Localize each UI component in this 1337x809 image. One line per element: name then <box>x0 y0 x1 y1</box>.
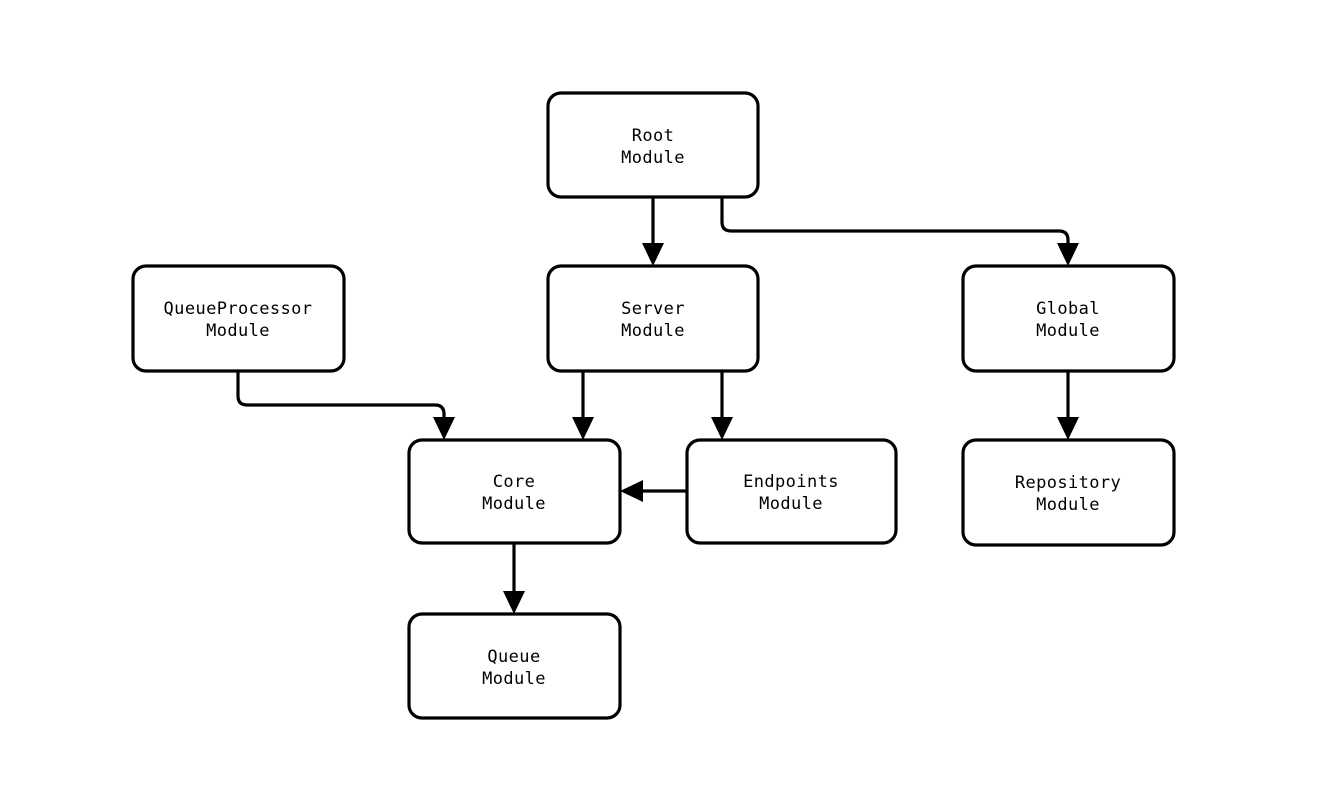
edge-root-server <box>642 197 664 266</box>
edge-core-queue <box>503 543 525 614</box>
edge-core-queue-arrowhead <box>503 591 525 614</box>
node-root-module-label-line1: Root <box>632 126 675 146</box>
edge-root-global-arrowhead <box>1057 243 1079 266</box>
edge-root-global-line <box>720 197 1070 248</box>
node-queueprocessor-module[interactable]: QueueProcessor Module <box>131 264 346 373</box>
node-repository-module[interactable]: Repository Module <box>961 438 1176 547</box>
node-global-module-box[interactable] <box>961 264 1176 373</box>
edge-server-endpoints-arrowhead <box>711 417 733 440</box>
edge-root-server-arrowhead <box>642 243 664 266</box>
node-core-module-box[interactable] <box>407 438 622 545</box>
node-root-module-label-line2: Module <box>621 148 685 168</box>
edge-global-repository-arrowhead <box>1057 417 1079 440</box>
node-queueprocessor-module-label-line1: QueueProcessor <box>164 299 313 319</box>
node-queue-module[interactable]: Queue Module <box>407 612 622 720</box>
node-endpoints-module-label-line1: Endpoints <box>743 472 839 492</box>
node-core-module[interactable]: Core Module <box>407 438 622 545</box>
edge-server-endpoints <box>711 371 733 440</box>
edge-queueprocessor-core-arrowhead <box>433 417 455 440</box>
edge-server-core-arrowhead <box>572 417 594 440</box>
edge-queueprocessor-core-line <box>236 371 446 422</box>
node-root-module[interactable]: Root Module <box>546 91 760 199</box>
node-endpoints-module[interactable]: Endpoints Module <box>685 438 898 545</box>
edge-root-global <box>720 197 1079 266</box>
node-repository-module-label-line2: Module <box>1036 495 1100 515</box>
edge-endpoints-core-arrowhead <box>620 480 643 502</box>
node-queueprocessor-module-label-line2: Module <box>206 321 270 341</box>
node-repository-module-box[interactable] <box>961 438 1176 547</box>
node-global-module-label-line1: Global <box>1036 299 1100 319</box>
node-queue-module-box[interactable] <box>407 612 622 720</box>
node-global-module[interactable]: Global Module <box>961 264 1176 373</box>
edge-server-core <box>572 371 594 440</box>
edge-global-repository <box>1057 371 1079 440</box>
node-server-module-box[interactable] <box>546 264 760 373</box>
node-endpoints-module-label-line2: Module <box>759 494 823 514</box>
node-queueprocessor-module-box[interactable] <box>131 264 346 373</box>
node-queue-module-label-line1: Queue <box>487 647 540 667</box>
node-server-module-label-line2: Module <box>621 321 685 341</box>
node-core-module-label-line2: Module <box>482 494 546 514</box>
edge-queueprocessor-core <box>236 371 455 440</box>
node-root-module-box[interactable] <box>546 91 760 199</box>
node-queue-module-label-line2: Module <box>482 669 546 689</box>
edge-layer <box>236 197 1079 614</box>
node-core-module-label-line1: Core <box>493 472 536 492</box>
node-server-module[interactable]: Server Module <box>546 264 760 373</box>
node-server-module-label-line1: Server <box>621 299 685 319</box>
node-global-module-label-line2: Module <box>1036 321 1100 341</box>
node-layer: Root Module QueueProcessor Module Server… <box>131 91 1176 720</box>
node-endpoints-module-box[interactable] <box>685 438 898 545</box>
node-repository-module-label-line1: Repository <box>1015 473 1121 493</box>
edge-endpoints-core <box>620 480 687 502</box>
